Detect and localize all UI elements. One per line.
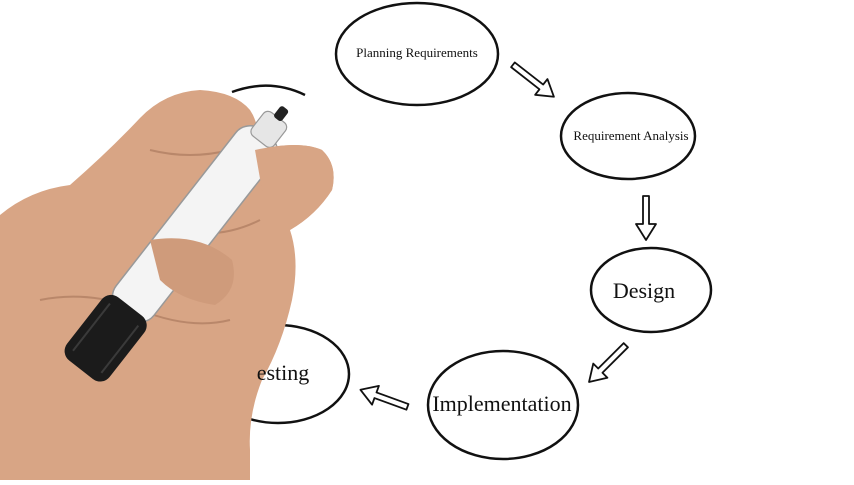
node-analysis-label: Requirement Analysis bbox=[573, 128, 689, 143]
node-planning-ellipse bbox=[334, 1, 500, 107]
hand-holding-marker-icon bbox=[0, 90, 334, 480]
node-planning-label: Planning Requirements bbox=[356, 45, 478, 60]
node-implementation-ellipse bbox=[426, 349, 580, 461]
arrow-analysis-to-design bbox=[635, 195, 657, 241]
arrow-planning-to-analysis bbox=[510, 61, 555, 98]
node-design-label: Design bbox=[612, 278, 676, 303]
node-implementation-label: Implementation bbox=[432, 391, 572, 416]
node-analysis-ellipse bbox=[559, 91, 697, 181]
node-testing-label: esting bbox=[256, 360, 310, 385]
arrow-implementation-to-testing bbox=[359, 384, 410, 411]
node-hidden-ellipse bbox=[231, 84, 306, 97]
node-design-ellipse bbox=[589, 246, 713, 334]
arrow-design-to-implementation bbox=[588, 342, 629, 383]
